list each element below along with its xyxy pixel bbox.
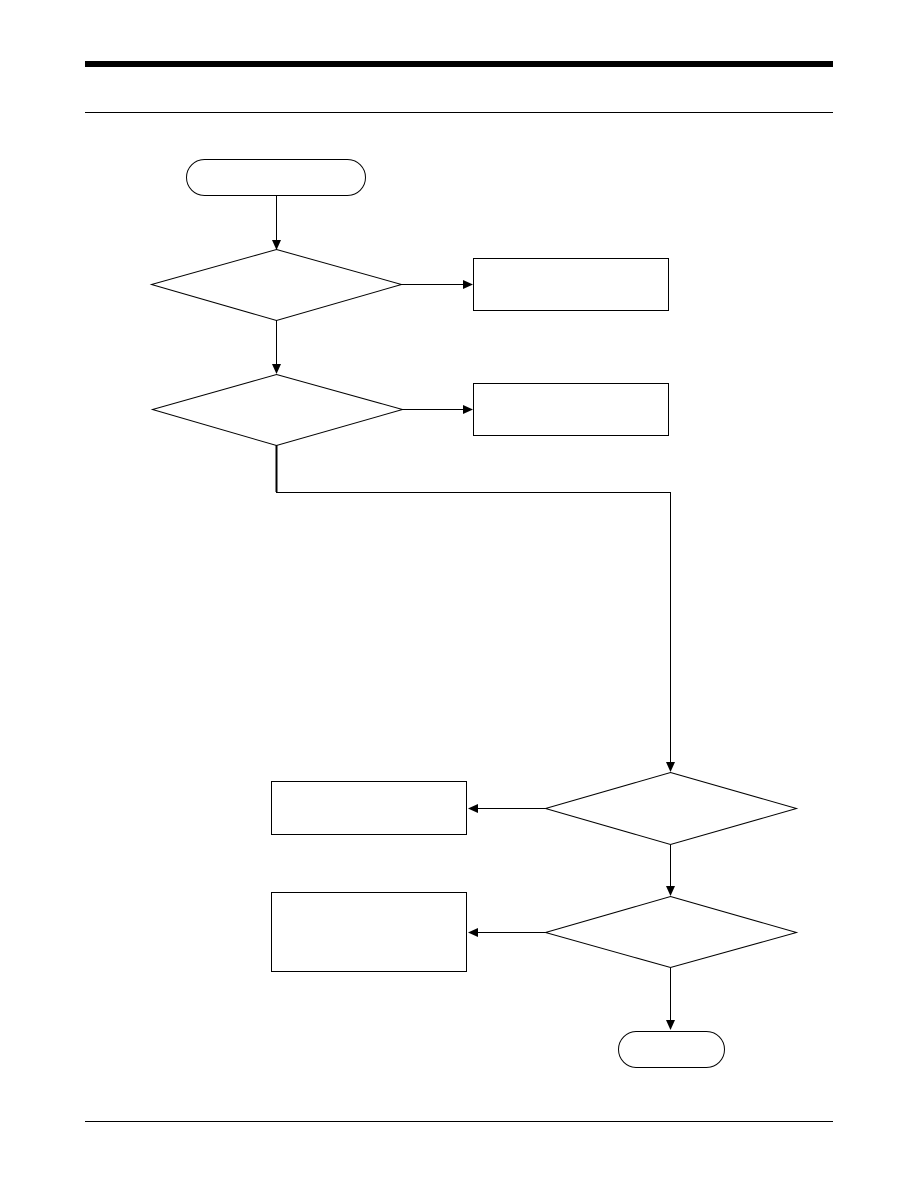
start-terminator xyxy=(186,159,366,196)
action4-process xyxy=(271,892,467,972)
check1-decision xyxy=(149,248,404,322)
edge-check1-to-action1 xyxy=(401,280,473,289)
edge-start-to-check1 xyxy=(272,196,281,250)
edge-check1-to-check2 xyxy=(272,320,281,374)
edge-check4-to-end xyxy=(666,968,675,1030)
action3-process xyxy=(271,781,467,835)
check4-decision xyxy=(543,895,799,969)
edge-check2-to-check3 xyxy=(275,445,675,772)
edge-check3-to-action3 xyxy=(468,804,545,813)
check3-decision xyxy=(543,771,799,846)
edge-check3-to-check4 xyxy=(666,845,675,896)
end-terminator xyxy=(618,1031,725,1068)
check2-decision xyxy=(150,373,405,447)
action2-process xyxy=(473,383,669,436)
edge-check4-to-action4 xyxy=(468,928,545,937)
action1-process xyxy=(473,258,669,311)
edge-check2-to-action2 xyxy=(402,405,473,414)
